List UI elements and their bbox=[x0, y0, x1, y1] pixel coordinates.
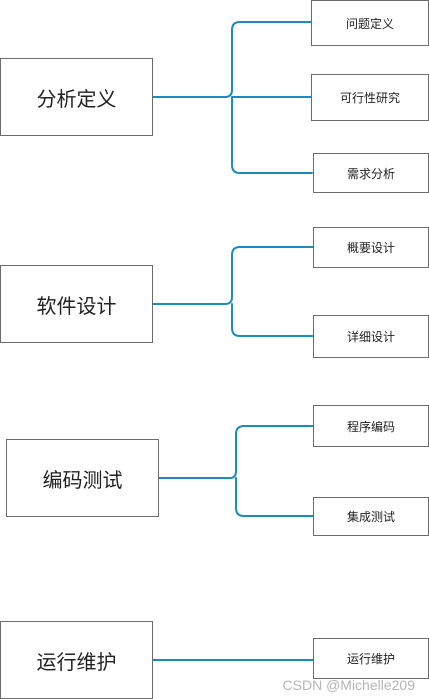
task-box-requirements-analysis: 需求分析 bbox=[313, 153, 429, 193]
phase-box-analysis: 分析定义 bbox=[0, 58, 153, 136]
task-box-detailed-design: 详细设计 bbox=[313, 315, 429, 358]
task-box-operation-maintenance: 运行维护 bbox=[313, 638, 429, 679]
watermark-text: CSDN @Michelle209 bbox=[282, 677, 415, 693]
phase-box-design: 软件设计 bbox=[0, 265, 153, 343]
connector-analysis bbox=[151, 21, 313, 174]
task-box-programming: 程序编码 bbox=[313, 405, 429, 447]
task-box-integration-testing: 集成测试 bbox=[313, 497, 429, 536]
task-box-feasibility-study: 可行性研究 bbox=[311, 74, 429, 121]
phase-box-maintenance: 运行维护 bbox=[0, 621, 153, 699]
task-box-problem-definition: 问题定义 bbox=[311, 0, 429, 46]
connector-coding bbox=[157, 425, 314, 517]
connector-design bbox=[151, 246, 314, 337]
task-box-high-level-design: 概要设计 bbox=[313, 227, 429, 268]
phase-box-coding-testing: 编码测试 bbox=[6, 439, 159, 517]
